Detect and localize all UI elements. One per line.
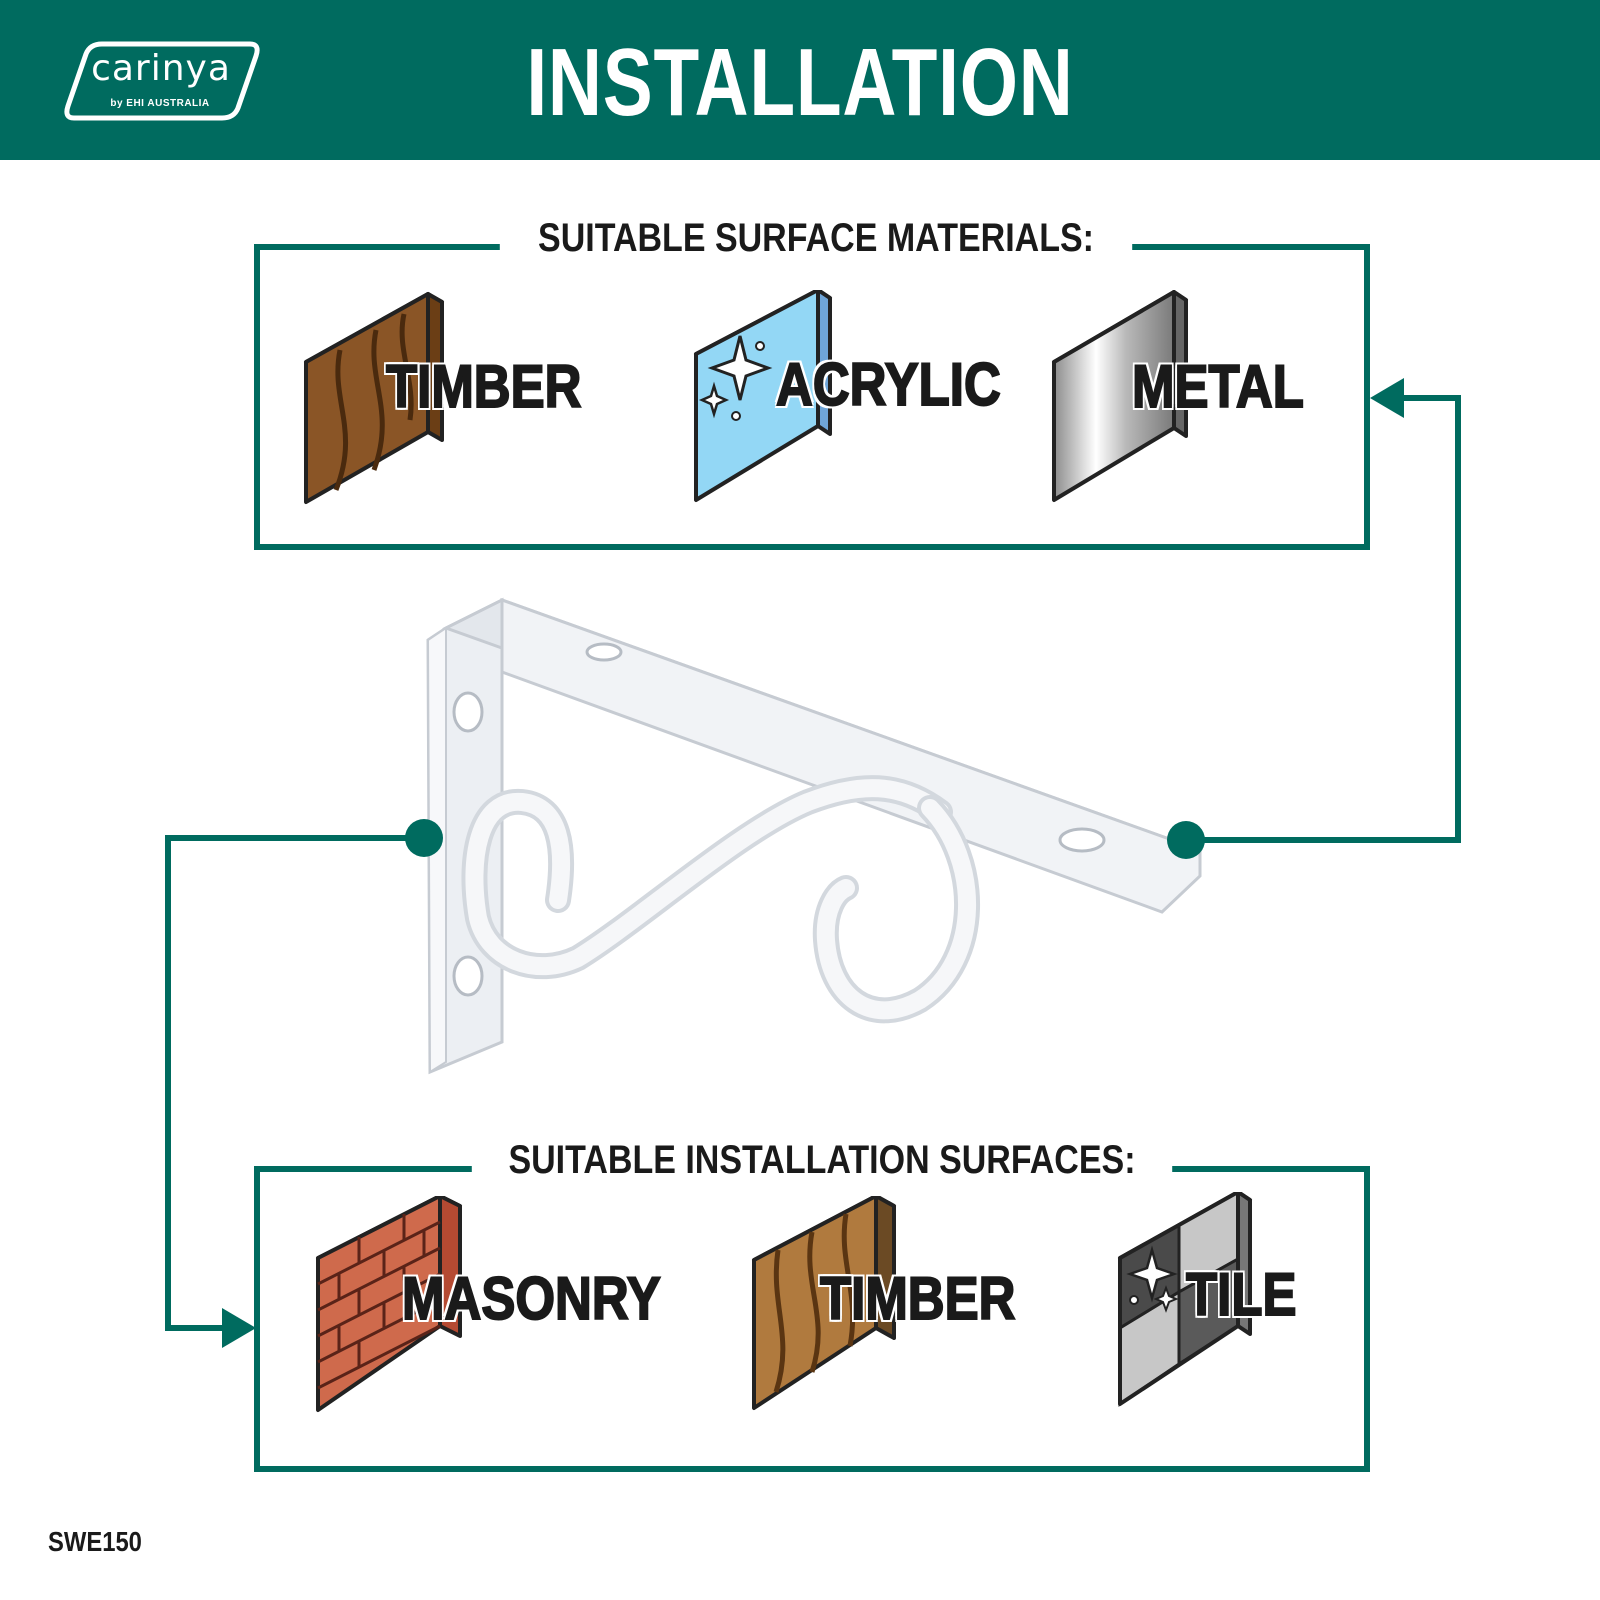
- timber-block-icon: [304, 292, 444, 504]
- material-label-timber: TIMBER: [385, 352, 582, 421]
- tile-panel-icon: [1118, 1192, 1252, 1407]
- material-item-metal: METAL: [1050, 290, 1370, 520]
- connector-dot-left-icon: [405, 819, 443, 857]
- timber-panel-icon: [752, 1196, 896, 1410]
- carinya-logo: [64, 41, 260, 121]
- materials-heading: SUITABLE SURFACE MATERIALS:: [499, 216, 1133, 261]
- acrylic-panel-icon: [694, 290, 832, 502]
- material-item-timber: TIMBER: [300, 290, 640, 520]
- surface-label-tile: TILE: [1185, 1260, 1297, 1329]
- material-label-acrylic: ACRYLIC: [775, 350, 1001, 419]
- surface-label-masonry: MASONRY: [401, 1264, 661, 1333]
- surface-item-timber: TIMBER: [750, 1196, 1080, 1426]
- header-banner: carinya by EHI AUSTRALIA INSTALLATION: [0, 0, 1600, 160]
- page-title: INSTALLATION: [526, 29, 1074, 136]
- material-item-acrylic: ACRYLIC: [690, 290, 1030, 520]
- surfaces-heading: SUITABLE INSTALLATION SURFACES:: [471, 1138, 1173, 1183]
- metal-panel-icon: [1052, 290, 1188, 502]
- arrow-to-materials-icon: [1370, 378, 1404, 418]
- connector-dot-right-icon: [1167, 821, 1205, 859]
- material-label-metal: METAL: [1131, 352, 1305, 421]
- product-code: SWE150: [48, 1526, 142, 1557]
- surface-label-timber: TIMBER: [819, 1264, 1016, 1333]
- arrow-to-surfaces-icon: [222, 1308, 256, 1348]
- surface-item-masonry: MASONRY: [314, 1196, 694, 1426]
- surface-item-tile: TILE: [1116, 1192, 1366, 1422]
- logo-wordmark: carinya: [91, 48, 231, 89]
- logo-subtext: by EHI AUSTRALIA: [110, 98, 210, 109]
- brick-wall-icon: [316, 1196, 462, 1412]
